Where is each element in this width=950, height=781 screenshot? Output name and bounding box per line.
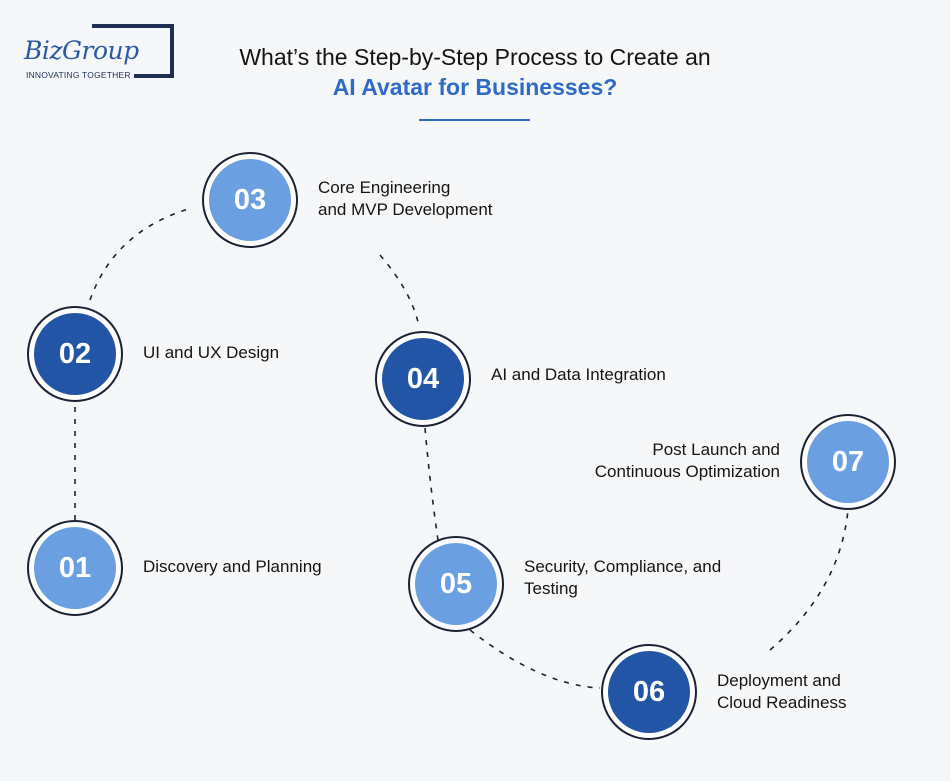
connector-04-05 xyxy=(424,427,439,541)
step-number: 04 xyxy=(382,338,464,420)
page-title: What’s the Step-by-Step Process to Creat… xyxy=(150,42,800,102)
logo-tagline: INNOVATING TOGETHER xyxy=(26,70,134,80)
step-04-label: AI and Data Integration xyxy=(491,364,666,386)
step-number: 07 xyxy=(807,421,889,503)
step-03: 03 xyxy=(202,152,298,248)
step-label-line: Post Launch and xyxy=(652,440,780,459)
step-number: 03 xyxy=(209,159,291,241)
step-label-line: Core Engineering xyxy=(318,178,451,197)
step-label-line: Security, Compliance, and xyxy=(524,557,722,576)
step-number: 02 xyxy=(34,313,116,395)
step-01: 01 xyxy=(27,520,123,616)
connector-05-06 xyxy=(469,629,601,689)
step-number: 05 xyxy=(415,543,497,625)
step-06: 06 xyxy=(601,644,697,740)
step-04: 04 xyxy=(375,331,471,427)
step-label-line: Discovery and Planning xyxy=(143,557,322,576)
connector-02-03 xyxy=(89,207,193,301)
step-label-line: AI and Data Integration xyxy=(491,365,666,384)
logo-wordmark: BizGroup xyxy=(24,36,141,66)
step-05: 05 xyxy=(408,536,504,632)
step-number: 01 xyxy=(34,527,116,609)
connector-06-07 xyxy=(769,509,849,651)
step-label-line: UI and UX Design xyxy=(143,343,280,362)
step-label-line: Cloud Readiness xyxy=(717,693,847,712)
bizgroup-logo: BizGroup INNOVATING TOGETHER xyxy=(22,24,174,84)
step-number: 06 xyxy=(608,651,690,733)
step-label-line: Continuous Optimization xyxy=(594,462,780,481)
connector-03-04 xyxy=(379,254,419,323)
step-01-label: Discovery and Planning xyxy=(143,556,322,578)
step-label-line: Deployment and xyxy=(717,671,841,690)
step-02-label: UI and UX Design xyxy=(143,342,279,364)
title-underline xyxy=(419,119,530,121)
step-label-line: Testing xyxy=(524,579,578,598)
step-02: 02 xyxy=(27,306,123,402)
step-label-line: and MVP Development xyxy=(318,200,493,219)
step-03-label: Core Engineering and MVP Development xyxy=(318,177,493,221)
title-line-2: AI Avatar for Businesses? xyxy=(332,74,618,100)
title-line-1: What’s the Step-by-Step Process to Creat… xyxy=(239,44,711,70)
step-07: 07 xyxy=(800,414,896,510)
